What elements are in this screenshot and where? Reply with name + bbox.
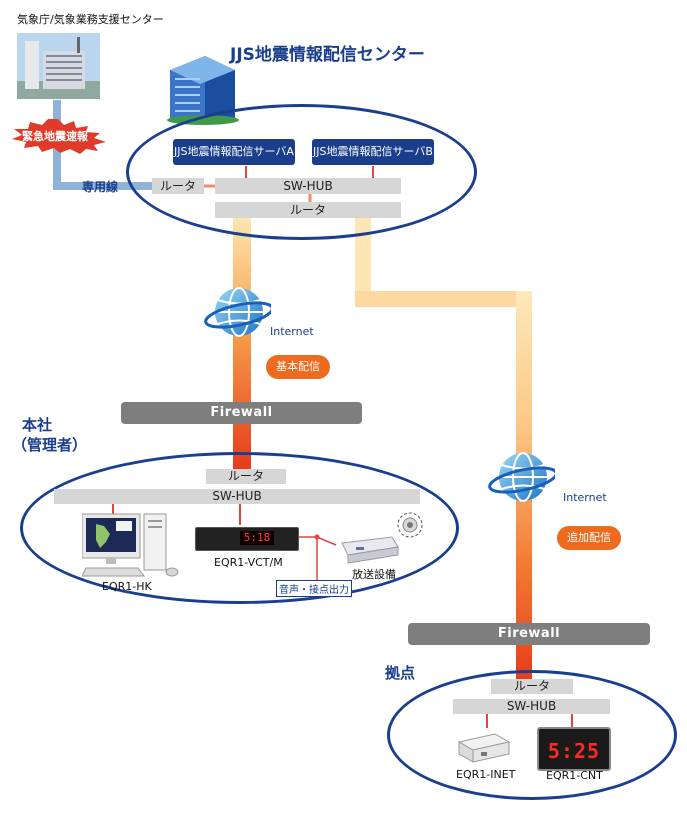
hq-title: 本社 — [22, 416, 53, 434]
firewall-branch: Firewall — [408, 623, 650, 645]
basic-delivery-pill: 基本配信 — [266, 355, 330, 379]
hk-computer-icon — [82, 513, 179, 577]
firewall-hq: Firewall — [121, 402, 362, 424]
server-a: JJS地震情報配信サーバA — [173, 139, 295, 165]
broadcast-equipment-icon — [341, 512, 423, 564]
audio-output-label: 音声・接点出力 — [276, 580, 352, 597]
branch-title: 拠点 — [385, 664, 416, 682]
pipe-extra-horizontal — [355, 291, 532, 307]
center-router-left: ルータ — [152, 178, 204, 194]
center-title: JJS地震情報配信センター — [230, 45, 425, 65]
center-building-icon — [167, 56, 239, 125]
cnt-display: 5:25 — [547, 739, 601, 763]
cnt-device: 5:25 — [537, 727, 611, 771]
jma-building-icon — [17, 33, 100, 99]
hq-network-ellipse — [20, 452, 459, 604]
server-b: JJS地震情報配信サーバB — [312, 139, 434, 165]
hq-router: ルータ — [206, 469, 286, 484]
globe-icon — [204, 287, 271, 337]
hk-label: EQR1-HK — [102, 580, 152, 593]
inet-label: EQR1-INET — [456, 768, 516, 781]
leased-line-label: 専用線 — [82, 180, 119, 194]
branch-network-ellipse — [387, 670, 677, 800]
hq-subtitle: （管理者） — [12, 436, 88, 454]
branch-router: ルータ — [491, 679, 573, 694]
broadcast-label: 放送設備 — [352, 568, 396, 581]
center-network-ellipse — [126, 104, 477, 240]
vct-label: EQR1-VCT/M — [214, 556, 283, 569]
internet-label-left: Internet — [270, 325, 314, 338]
eew-label: 緊急地震速報 — [22, 130, 88, 143]
jma-label: 気象庁/気象業務支援センター — [17, 13, 164, 26]
pipe-extra-top — [355, 215, 371, 307]
center-swhub: SW-HUB — [215, 178, 401, 194]
vct-device: 5:18 — [195, 527, 299, 551]
globe-icon-right — [488, 452, 555, 502]
hq-swhub: SW-HUB — [54, 489, 420, 504]
additional-delivery-pill: 追加配信 — [557, 526, 621, 550]
vct-display: 5:18 — [240, 531, 274, 545]
eew-burst-icon — [12, 119, 106, 154]
inet-device-icon — [457, 733, 511, 763]
internet-label-right: Internet — [563, 491, 607, 504]
cnt-label: EQR1-CNT — [546, 769, 603, 782]
center-router-bottom: ルータ — [215, 202, 401, 218]
branch-swhub: SW-HUB — [453, 699, 610, 714]
